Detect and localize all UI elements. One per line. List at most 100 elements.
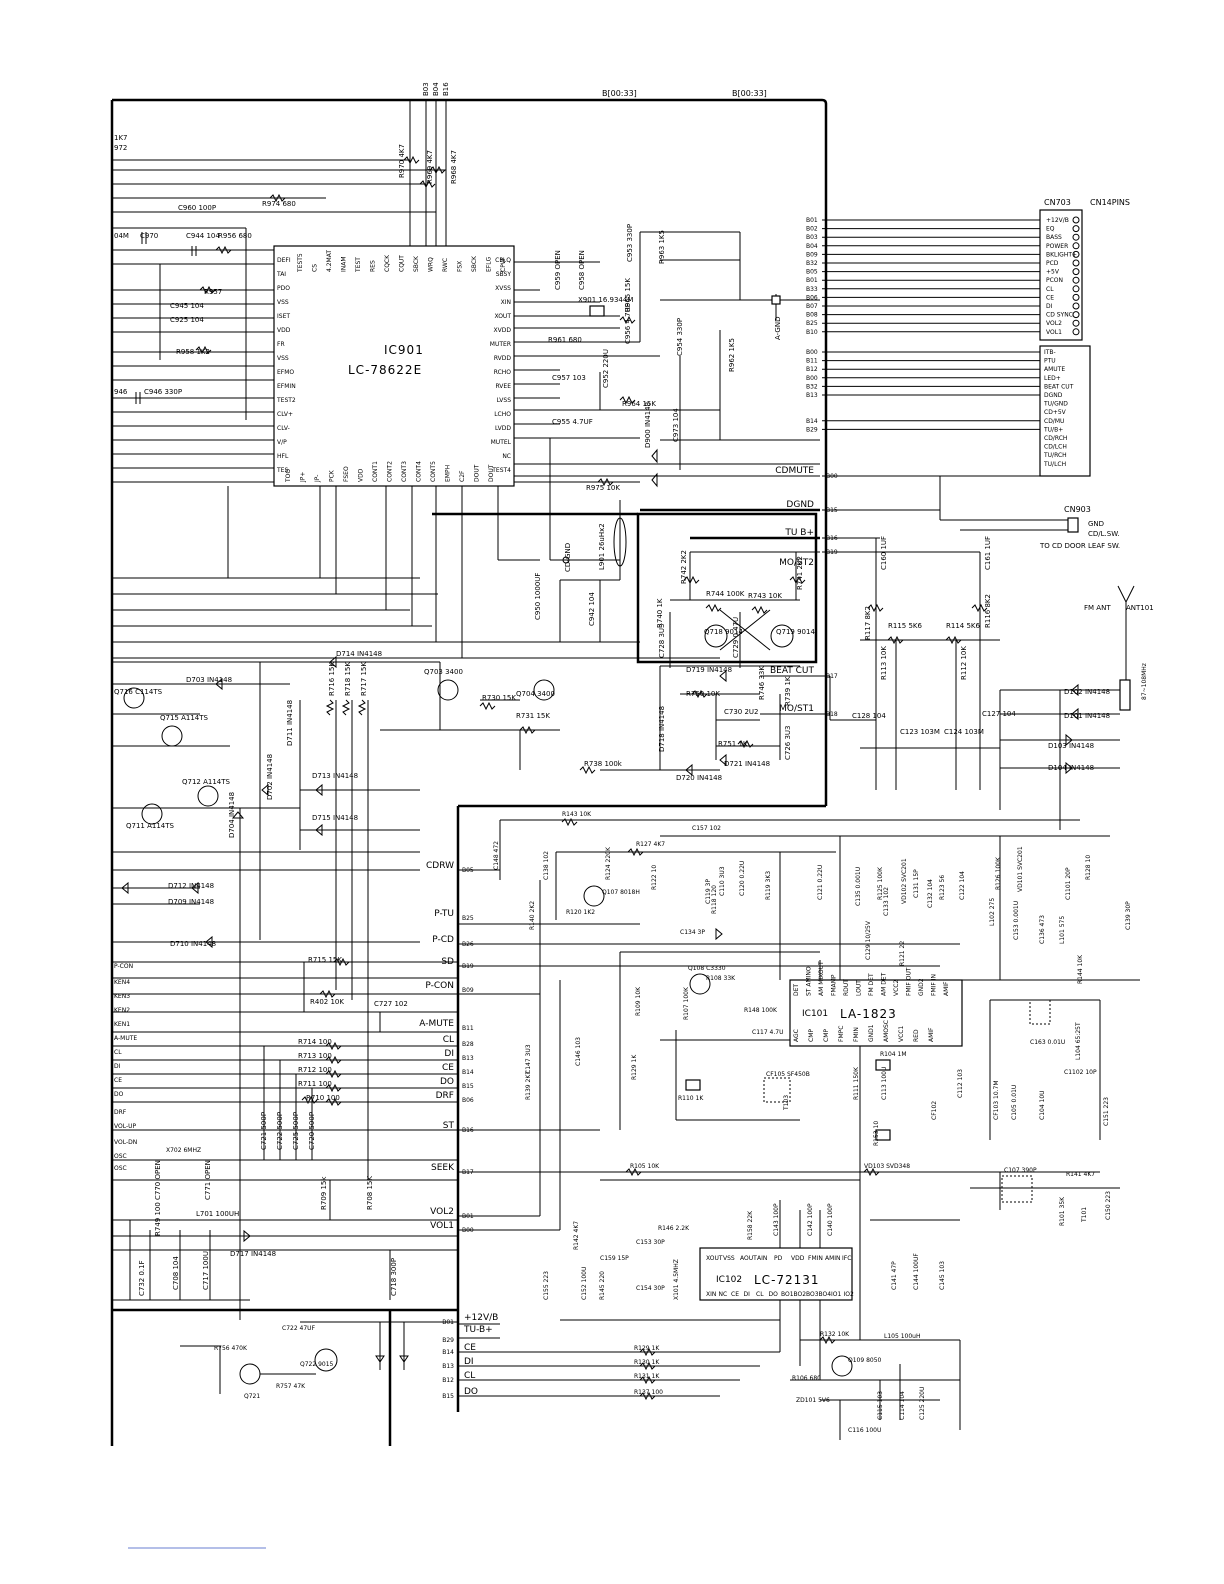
tuner-component-label: R128 10 <box>1085 855 1092 880</box>
ic101-pin-label: AMOSC <box>883 1020 890 1042</box>
svg-text:D719 IN4148: D719 IN4148 <box>686 666 732 674</box>
cn705-net: B13 <box>806 392 818 399</box>
cn703-net: B02 <box>806 226 818 233</box>
connector-pin <box>1072 319 1080 327</box>
tuner-component-label: L104 65:25T <box>1075 1022 1082 1060</box>
svg-text:Q704 3400: Q704 3400 <box>516 690 555 698</box>
tuner-component-label: C122 104 <box>959 871 966 900</box>
pll-component-label: R139 2K7 <box>525 1071 532 1100</box>
ic101-pin-label: FMAMP <box>831 974 838 996</box>
cn705-net: B12 <box>806 366 818 373</box>
cn703-signal: +12V/B <box>1046 217 1069 224</box>
cn703-net: B09 <box>806 251 818 258</box>
svg-text:C123 103M: C123 103M <box>900 728 940 736</box>
ic901-pin-label: SBSY <box>496 271 512 278</box>
pll-component-label: C147 3U3 <box>525 1044 532 1074</box>
tuner-component-label: C148 472 <box>493 841 500 870</box>
ic101-pin-label: RED <box>913 1029 920 1042</box>
left-net-id: B13 <box>462 1055 474 1062</box>
left-net-id: B11 <box>462 1025 474 1032</box>
cn705-signal: DGND <box>1044 392 1063 399</box>
left-net-label: DRF <box>436 1091 454 1101</box>
tuner-component-label: R111 150K <box>853 1066 860 1100</box>
ic901-pin-label: TEST5 <box>297 253 304 273</box>
cn703-net: B25 <box>806 320 818 327</box>
tuner-component-label: R122 10 <box>651 865 658 890</box>
cn903-ref: CN903 <box>1064 505 1091 514</box>
ic901-pin-label: NC <box>502 453 511 460</box>
right-net-label: MO/ST2 <box>779 558 814 568</box>
svg-text:C717 100U: C717 100U <box>202 1251 210 1290</box>
ic901-pin-label: JP+ <box>300 472 307 483</box>
left-net-id: B15 <box>462 1083 474 1090</box>
ic102-part: LC-72131 <box>754 1273 820 1287</box>
left-net-id: B14 <box>462 1069 474 1076</box>
edge-label: KEN4 <box>114 979 130 986</box>
svg-text:1K7: 1K7 <box>114 134 128 142</box>
ic102-pin-label: VSS <box>723 1255 735 1262</box>
svg-text:R731 15K: R731 15K <box>516 712 550 720</box>
svg-text:C946 330P: C946 330P <box>144 388 182 396</box>
left-net-id: B06 <box>462 1097 474 1104</box>
svg-text:L901 26uHx2: L901 26uHx2 <box>598 523 606 570</box>
right-net-wires <box>514 219 1060 721</box>
bottom-net-id: B14 <box>442 1349 454 1356</box>
connector-cn703: CN703 CN14PINS +12V/BB01EQB02BASSB03POWE… <box>806 198 1130 341</box>
svg-text:D900 IN4148: D900 IN4148 <box>644 402 652 448</box>
top-left-labels: 1K7 972 04M 946 <box>114 134 129 396</box>
ic901-ref: IC901 <box>384 343 424 357</box>
svg-text:C770 OPEN: C770 OPEN <box>154 1160 162 1200</box>
ic901-pin-label: MUTER <box>490 341 511 348</box>
svg-text:C771 OPEN: C771 OPEN <box>204 1160 212 1200</box>
pll-component-label: C141 47P <box>891 1261 898 1290</box>
ic102-pin-label: PD <box>774 1255 783 1262</box>
cn703-net: B03 <box>806 234 818 241</box>
right-net-id: B15 <box>826 507 838 514</box>
tuner-component-label: C135 0.001U <box>855 867 862 906</box>
edge-label: OSC <box>114 1165 127 1172</box>
svg-text:D702 IN4148: D702 IN4148 <box>266 754 274 800</box>
svg-text:Q715 A114TS: Q715 A114TS <box>160 714 209 722</box>
svg-text:C728 3U3: C728 3U3 <box>658 623 666 658</box>
svg-text:C958 OPEN: C958 OPEN <box>578 250 586 290</box>
cn705-signal: BEAT CUT <box>1044 383 1074 390</box>
edge-label: KEN3 <box>114 993 130 1000</box>
right-net-id: B17 <box>826 673 838 680</box>
ic101-pin-label: RDUT <box>843 979 850 996</box>
ic101-pin-label: DET <box>793 984 800 996</box>
pll-component-label: C146 103 <box>575 1037 582 1066</box>
svg-text:C124 103M: C124 103M <box>944 728 984 736</box>
svg-text:C952 220U: C952 220U <box>602 349 610 388</box>
cn703-net: B01 <box>806 217 818 224</box>
ic901-pin-label: CPW <box>500 258 507 272</box>
tuner-component-label: C113 100U <box>881 1067 888 1100</box>
cn703-net: B08 <box>806 312 818 319</box>
connector-pin <box>1072 268 1080 276</box>
svg-text:R750 10K: R750 10K <box>686 690 720 698</box>
svg-text:R970 4K7: R970 4K7 <box>398 144 406 178</box>
cn703-signal: BKLIGHT+ <box>1046 251 1077 258</box>
bottom-net-id: B15 <box>442 1393 454 1400</box>
svg-text:R402 10K: R402 10K <box>310 998 344 1006</box>
tuner-component-label: R104 1M <box>880 1051 907 1058</box>
connector-pin <box>1072 293 1080 301</box>
pll-component-label: R105 10K <box>630 1163 660 1170</box>
svg-text:X702 6MHZ: X702 6MHZ <box>166 1147 201 1154</box>
ic901-pin-label: DOUT <box>488 464 495 482</box>
edge-label: VOL-DN <box>114 1139 137 1146</box>
cn703-net: B04 <box>806 243 818 250</box>
pll-component-label: C145 103 <box>939 1261 946 1290</box>
ic101-pin-label: ST AMINO <box>806 966 813 996</box>
svg-text:B04: B04 <box>432 82 440 96</box>
ic901-pin-label: PDO <box>277 285 290 292</box>
ic101-pin-label: AMIF <box>928 1027 935 1042</box>
svg-text:R968 4K7: R968 4K7 <box>450 150 458 184</box>
pll-component-label: R145 220 <box>599 1271 606 1300</box>
right-net-label: CDMUTE <box>775 466 814 476</box>
ic901-pin-label: RVEE <box>495 383 511 390</box>
ic901-pin-label: VSS <box>277 299 289 306</box>
